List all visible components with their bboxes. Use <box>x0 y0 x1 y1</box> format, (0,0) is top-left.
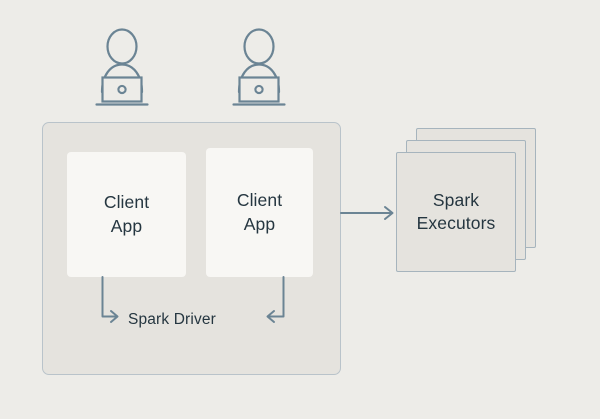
person-with-laptop-icon <box>85 26 159 112</box>
client-app-label: Client App <box>103 192 150 236</box>
spark-executors-box[interactable]: Spark Executors <box>396 152 516 272</box>
client-app-card[interactable]: Client App <box>206 148 313 277</box>
person-with-laptop-icon <box>222 26 296 112</box>
spark-executors-label: Spark Executors <box>416 189 496 233</box>
connector-driver-to-executors <box>340 206 394 220</box>
client-app-label: Client App <box>236 190 283 234</box>
spark-driver-label: Spark Driver <box>128 311 216 328</box>
client-app-card[interactable]: Client App <box>67 152 186 277</box>
